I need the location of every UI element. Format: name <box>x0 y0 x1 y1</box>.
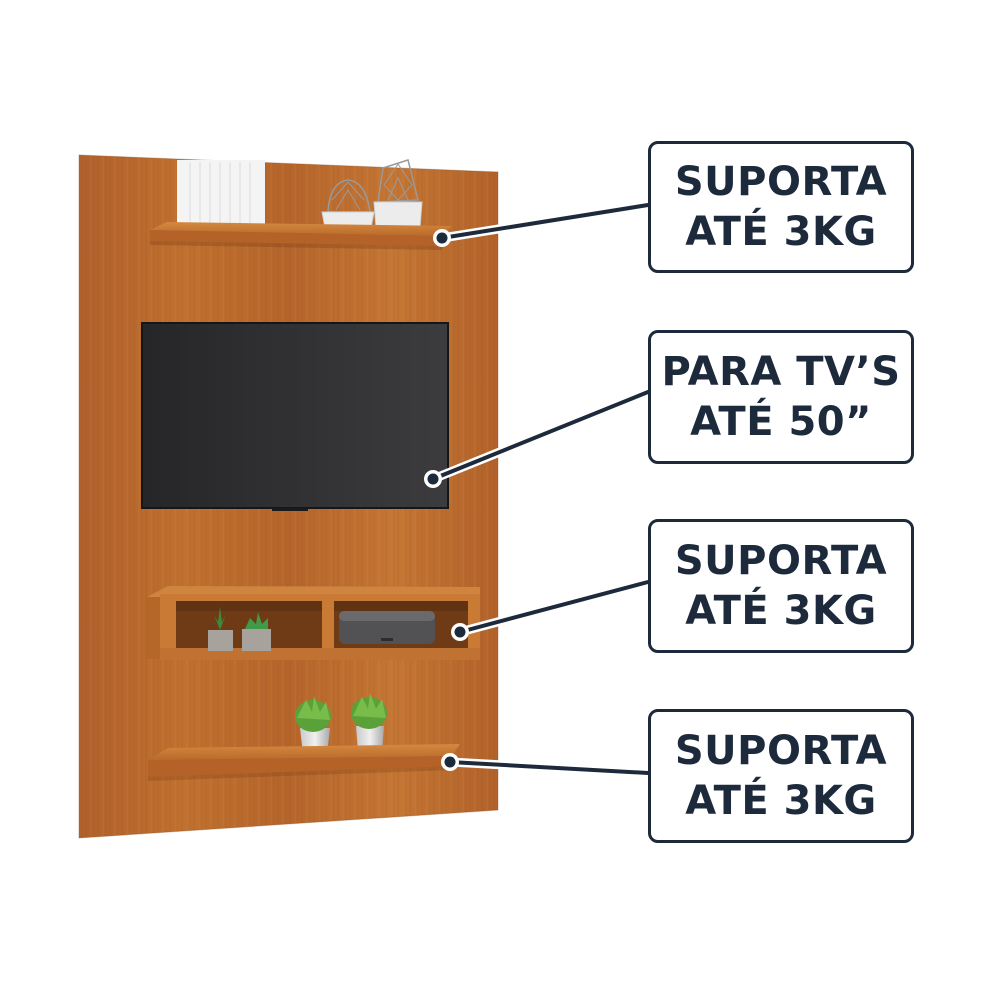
callout-line1: SUPORTA <box>674 538 888 584</box>
callout-bottom-shelf-capacity: SUPORTA ATÉ 3KG <box>648 709 914 843</box>
callout-line2: ATÉ 3KG <box>685 778 877 824</box>
callout-niche-capacity: SUPORTA ATÉ 3KG <box>648 519 914 653</box>
callout-tv-size: PARA TV’S ATÉ 50” <box>648 330 914 464</box>
callout-line2: ATÉ 3KG <box>685 209 877 255</box>
connector-tv <box>424 387 653 488</box>
speaker <box>339 611 435 644</box>
bottom-shelf <box>148 744 460 781</box>
succulent-plant-2 <box>351 693 387 752</box>
small-potted-plant-2 <box>242 612 271 651</box>
callout-line1: SUPORTA <box>674 159 888 205</box>
callout-line2: ATÉ 3KG <box>685 588 877 634</box>
white-decor-block <box>177 160 265 228</box>
callout-top-shelf-capacity: SUPORTA ATÉ 3KG <box>648 141 914 273</box>
callout-line2: ATÉ 50” <box>690 399 872 445</box>
small-potted-plant-1 <box>208 607 233 651</box>
television <box>141 322 449 511</box>
geometric-vase-tall <box>373 159 423 229</box>
connector-top-shelf <box>433 200 653 247</box>
connector-bottom-shelf <box>441 753 653 778</box>
callout-line1: PARA TV’S <box>661 349 901 395</box>
top-shelf <box>150 222 452 250</box>
connector-niche <box>451 577 653 641</box>
callout-line1: SUPORTA <box>674 728 888 774</box>
callout-connectors <box>424 200 653 778</box>
